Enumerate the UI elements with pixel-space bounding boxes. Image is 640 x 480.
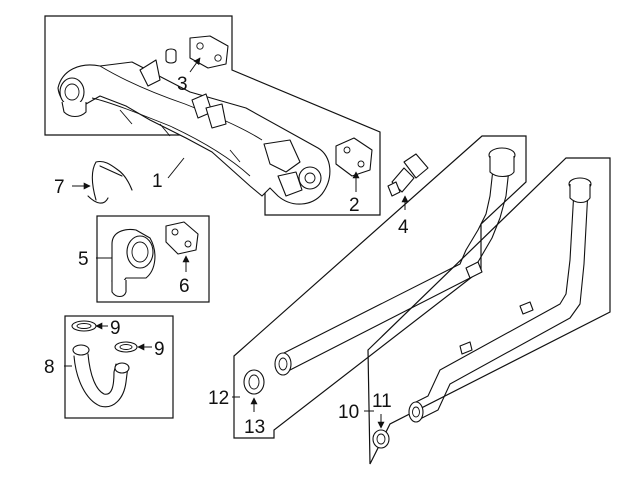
manifold-group: 1 2 3	[44, 15, 381, 216]
leader-1	[167, 157, 185, 179]
manifold-group-box	[44, 15, 381, 216]
leader-3	[189, 57, 201, 73]
temperature-sensor: 4	[387, 153, 429, 238]
hose-group: 8 9 9	[44, 315, 174, 419]
hose-clip: 7	[54, 160, 133, 204]
coolant-manifold	[57, 59, 331, 205]
coolant-pipe-12	[274, 147, 516, 376]
callout-5: 5	[78, 249, 89, 270]
coolant-pipe-group-10: 10 11	[338, 157, 611, 465]
coolant-pipe-10	[408, 177, 592, 423]
manifold-gasket-large	[335, 137, 373, 177]
callout-9b: 9	[154, 339, 165, 360]
pipe-seal-11	[372, 429, 390, 449]
callout-7: 7	[54, 177, 65, 198]
callout-6: 6	[179, 276, 190, 297]
thermostat-group-box	[96, 215, 210, 303]
callout-3: 3	[177, 74, 188, 95]
callout-9a: 9	[110, 318, 121, 339]
coolant-hose	[72, 344, 130, 408]
callout-1: 1	[152, 171, 163, 192]
thermostat-housing	[111, 228, 156, 298]
thermostat-group: 5 6	[78, 215, 210, 303]
thermostat-gasket	[165, 221, 199, 255]
hose-clamp-upper	[71, 320, 97, 332]
coolant-pipe-group-12: 12 13	[208, 135, 527, 439]
hose-clamp-lower	[114, 341, 138, 353]
callout-8: 8	[44, 357, 55, 378]
callout-13: 13	[244, 417, 265, 438]
callout-11: 11	[372, 391, 392, 412]
pipe-group-12-box	[233, 135, 527, 439]
callout-4: 4	[398, 217, 409, 238]
pipe-group-10-box	[367, 157, 611, 465]
callout-2: 2	[349, 195, 360, 216]
callout-10: 10	[338, 402, 359, 423]
pipe-seal-13	[243, 369, 265, 395]
manifold-gasket-small	[165, 35, 229, 69]
callout-12: 12	[208, 388, 229, 409]
hose-group-box	[64, 315, 174, 419]
